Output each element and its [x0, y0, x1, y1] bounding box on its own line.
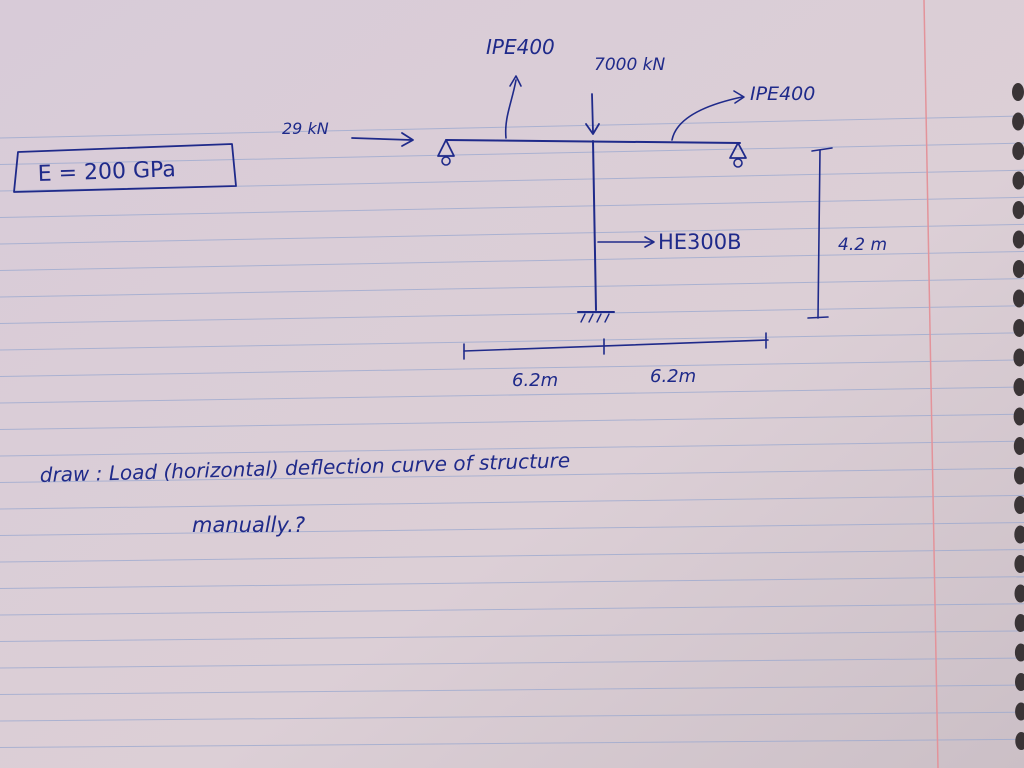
horizontal-load-arrow: [351, 132, 414, 147]
ruled-line: [0, 196, 1024, 218]
binding-hole: [1014, 584, 1024, 603]
binding-hole: [1013, 289, 1024, 308]
binding-hole: [1015, 732, 1024, 750]
fixed-base: [577, 311, 615, 323]
span-dimension: [463, 332, 769, 360]
binding-hole: [1013, 437, 1024, 455]
binding-hole: [1012, 260, 1024, 278]
beam-section-pointer-left: [504, 75, 522, 139]
binding-hole: [1013, 319, 1024, 337]
ruled-line: [0, 630, 1024, 642]
binding-hole: [1012, 83, 1024, 101]
right-pin-support: [729, 142, 747, 168]
ruled-line: [0, 413, 1024, 430]
binding-hole: [1014, 496, 1024, 514]
frame-sketch: [13, 75, 833, 360]
binding-hole: [1012, 171, 1024, 190]
ruled-line: [0, 223, 1024, 245]
ruled-line: [0, 440, 1024, 457]
binding-hole: [1014, 466, 1024, 485]
binding-hole: [1014, 555, 1024, 573]
beam-section-pointer-right: [671, 90, 745, 141]
beam-section-label-right: IPE400: [750, 83, 815, 105]
binding-hole: [1014, 643, 1024, 662]
binding-hole: [1013, 378, 1024, 396]
binding-holes: [1012, 83, 1024, 750]
horizontal-load-label: 29 kN: [282, 119, 329, 138]
margin-line: [923, 0, 939, 768]
binding-hole: [1014, 525, 1024, 544]
ruled-line: [0, 657, 1024, 669]
ruled-line: [0, 738, 1024, 748]
column-section-label: HE300B: [658, 230, 742, 254]
left-pin-support: [437, 139, 455, 166]
question-line-2: manually.?: [192, 513, 305, 537]
binding-hole: [1012, 112, 1024, 131]
ruled-line: [0, 305, 1024, 324]
ruled-line: [0, 115, 1024, 139]
ruled-line: [0, 576, 1024, 589]
ruled-line: [0, 386, 1024, 404]
vertical-load-label: 7000 kN: [594, 55, 666, 75]
binding-hole: [1014, 614, 1024, 632]
binding-hole: [1015, 673, 1024, 691]
binding-hole: [1013, 348, 1024, 367]
binding-hole: [1012, 142, 1024, 160]
beam-section-label-top: IPE400: [486, 35, 555, 59]
column-line: [592, 140, 597, 311]
ruled-line: [0, 711, 1024, 722]
span-left-label: 6.2m: [512, 370, 558, 391]
ruled-line: [0, 467, 1024, 483]
binding-hole: [1012, 230, 1024, 249]
modulus-label: E = 200 GPa: [37, 157, 176, 187]
vertical-load-arrow: [585, 93, 600, 135]
ruled-line: [0, 494, 1024, 510]
ruled-line: [0, 359, 1024, 377]
height-dimension: [807, 147, 833, 319]
ruled-line: [0, 251, 1024, 271]
modulus-box: [13, 143, 237, 193]
binding-hole: [1012, 201, 1024, 219]
ruled-line: [0, 332, 1024, 351]
ruled-line: [0, 603, 1024, 616]
column-section-pointer: [597, 236, 655, 248]
span-right-label: 6.2m: [650, 366, 696, 387]
height-label: 4.2 m: [838, 235, 887, 255]
binding-hole: [1015, 702, 1024, 721]
ruled-line: [0, 142, 1024, 165]
ruled-line: [0, 278, 1024, 298]
ruled-line: [0, 522, 1024, 536]
binding-hole: [1013, 407, 1024, 426]
ruled-line: [0, 684, 1024, 695]
ruled-line: [0, 549, 1024, 563]
